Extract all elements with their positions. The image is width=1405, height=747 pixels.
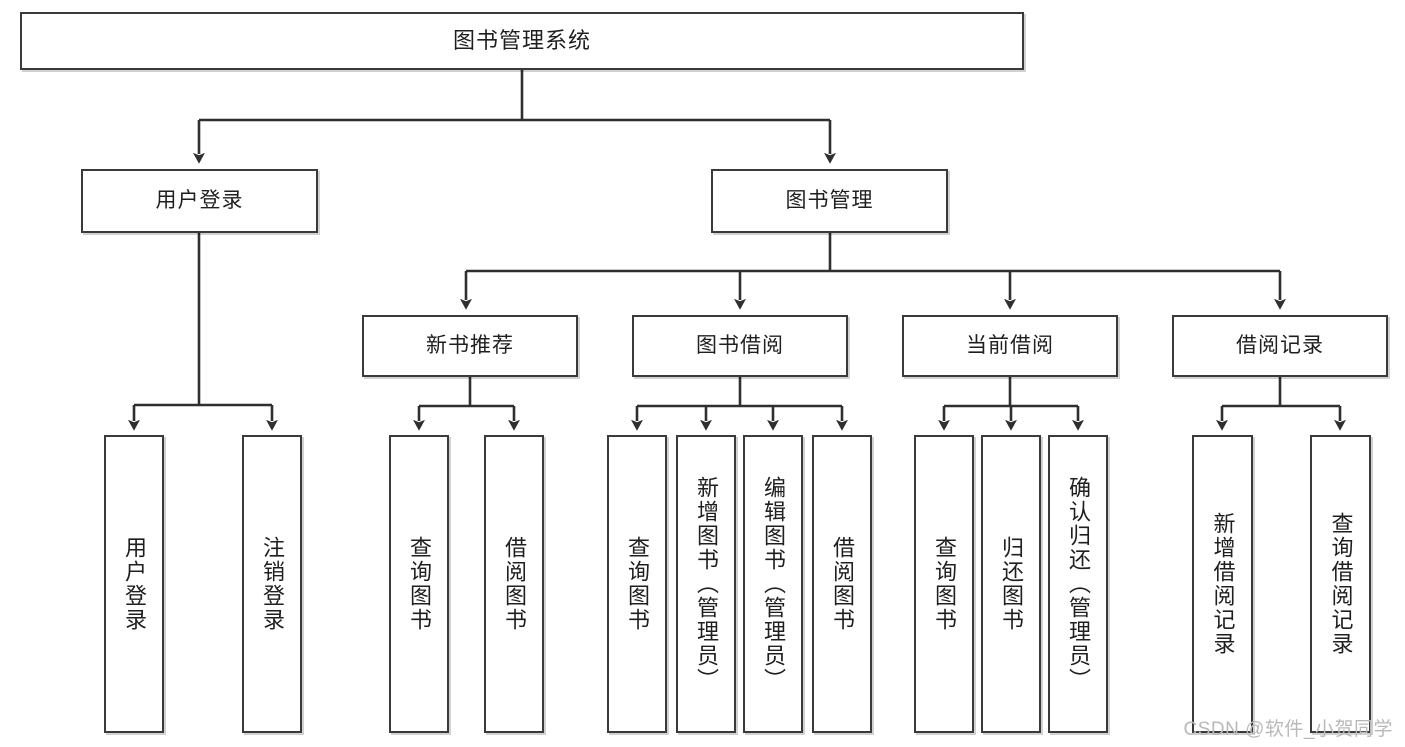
node-label: 图书管理 — [785, 188, 874, 212]
leaf-borrow-book-1[interactable]: 借阅图书 — [484, 435, 544, 733]
leaf-edit-book[interactable]: 编辑图书（管理员） — [743, 435, 803, 733]
leaf-query-book-2[interactable]: 查询图书 — [607, 435, 667, 733]
node-book-manage[interactable]: 图书管理 — [711, 169, 948, 233]
leaf-add-record[interactable]: 新增借阅记录 — [1192, 435, 1253, 733]
node-label: 编辑图书（管理员） — [761, 476, 786, 692]
node-label: 确认归还（管理员） — [1066, 476, 1091, 692]
node-label: 当前借阅 — [966, 333, 1054, 357]
node-borrow-record[interactable]: 借阅记录 — [1172, 315, 1388, 377]
node-label: 图书借阅 — [696, 333, 784, 357]
leaf-logout-login[interactable]: 注销登录 — [242, 435, 302, 733]
leaf-user-login[interactable]: 用户登录 — [104, 435, 164, 733]
node-label: 借阅图书 — [830, 536, 855, 632]
node-label: 用户登录 — [155, 188, 244, 212]
node-label: 图书管理系统 — [452, 28, 591, 54]
leaf-query-record[interactable]: 查询借阅记录 — [1310, 435, 1371, 733]
node-label: 用户登录 — [122, 536, 147, 632]
node-book-borrow[interactable]: 图书借阅 — [632, 315, 848, 377]
leaf-confirm-return[interactable]: 确认归还（管理员） — [1048, 435, 1108, 733]
leaf-query-book-1[interactable]: 查询图书 — [389, 435, 449, 733]
node-current-borrow[interactable]: 当前借阅 — [902, 315, 1118, 377]
node-label: 注销登录 — [260, 536, 285, 632]
node-user-login[interactable]: 用户登录 — [81, 169, 318, 233]
node-label: 借阅记录 — [1236, 333, 1324, 357]
leaf-add-book[interactable]: 新增图书（管理员） — [676, 435, 736, 733]
node-label: 查询图书 — [625, 536, 650, 632]
node-root-system[interactable]: 图书管理系统 — [20, 12, 1024, 70]
node-label: 查询借阅记录 — [1328, 512, 1354, 656]
node-label: 查询图书 — [932, 536, 957, 632]
node-label: 新增借阅记录 — [1210, 512, 1236, 656]
node-new-book-recommend[interactable]: 新书推荐 — [362, 315, 578, 377]
leaf-borrow-book-2[interactable]: 借阅图书 — [812, 435, 872, 733]
leaf-query-book-3[interactable]: 查询图书 — [914, 435, 974, 733]
node-label: 新书推荐 — [426, 333, 514, 357]
node-label: 借阅图书 — [502, 536, 527, 632]
node-label: 查询图书 — [407, 536, 432, 632]
node-label: 新增图书（管理员） — [694, 476, 719, 692]
leaf-return-book[interactable]: 归还图书 — [981, 435, 1041, 733]
node-label: 归还图书 — [999, 536, 1024, 632]
